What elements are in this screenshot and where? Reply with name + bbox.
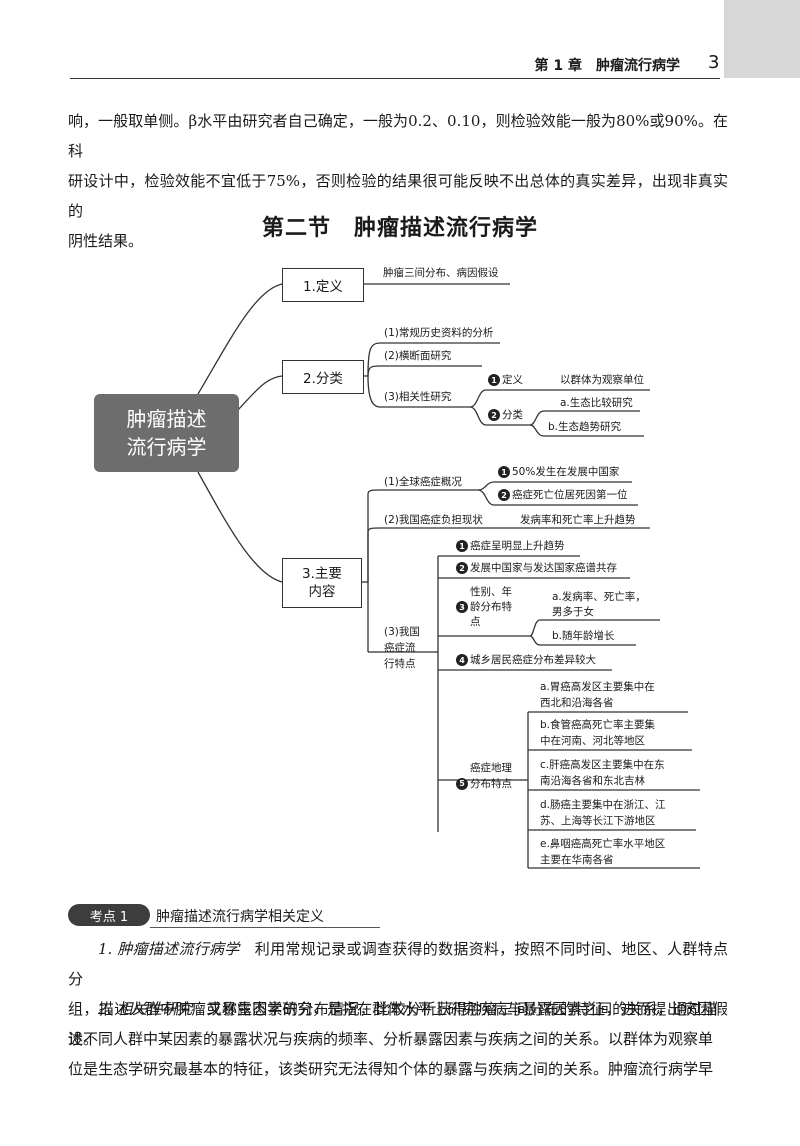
term: 1. 肿瘤描述流行病学 [98, 940, 240, 958]
root-label: 肿瘤描述 流行病学 [127, 405, 207, 461]
connector [238, 376, 282, 410]
node-label: 1.定义 [303, 275, 343, 295]
p5-item-line: c.肝癌高发区主要集中在东 [540, 757, 665, 773]
p5-item-line: 西北和沿海各省 [540, 695, 655, 711]
definition-text: 肿瘤三间分布、病因假设 [383, 266, 499, 281]
burden-label: (2)我国癌症负担现状 [384, 513, 483, 528]
term: 2. 相关性研究 [98, 1000, 192, 1018]
p3-label-line: 点 [456, 615, 512, 630]
p3-label-line: 龄分布特 [470, 601, 512, 613]
global-item-text: 50%发生在发展中国家 [512, 466, 619, 478]
p5-item-line: d.肠癌主要集中在浙江、江 [540, 797, 666, 813]
p5-item-line: b.食管癌高死亡率主要集 [540, 717, 655, 733]
connector [368, 366, 482, 376]
number-badge: 1 [456, 540, 468, 552]
number-badge: 2 [456, 562, 468, 574]
epi-p4-text: 城乡居民癌症分布差异较大 [470, 654, 596, 666]
node-label: 内容 [309, 583, 336, 601]
number-badge: 1 [498, 466, 510, 478]
p5-item-line: 中在河南、河北等地区 [540, 733, 655, 749]
p5-item-line: e.鼻咽癌高死亡率水平地区 [540, 836, 665, 852]
p3-b: b.随年龄增长 [552, 629, 615, 644]
mindmap-root: 肿瘤描述 流行病学 [94, 394, 239, 472]
node-label: 2.分类 [303, 367, 343, 387]
epi-label-line: 行特点 [384, 656, 420, 672]
class-item: (3)相关性研究 [384, 390, 451, 405]
number-badge: 1 [488, 374, 500, 386]
p3-a-line: 男多于女 [552, 605, 646, 620]
epi-label-line: 癌症流 [384, 640, 420, 656]
epi-label: (3)我国 癌症流 行特点 [384, 624, 420, 672]
epi-p1-text: 癌症呈明显上升趋势 [470, 540, 565, 552]
node-definition: 1.定义 [282, 268, 364, 302]
p5-item-line: 苏、上海等长江下游地区 [540, 813, 666, 829]
body-line: 述不同人群中某因素的暴露状况与疾病的频率、分析暴露因素与疾病之间的关系。以群体为… [68, 1024, 728, 1054]
class-item: (1)常规历史资料的分析 [384, 326, 493, 341]
node-label: 3.主要 [302, 565, 342, 583]
kaodian-badge: 考点 1 [68, 904, 150, 926]
epi-label-line: (3)我国 [384, 624, 420, 640]
corr-cls-item: a.生态比较研究 [560, 396, 633, 411]
number-badge: 2 [488, 409, 500, 421]
p5-item: e.鼻咽癌高死亡率水平地区 主要在华南各省 [540, 836, 665, 868]
p5-item: c.肝癌高发区主要集中在东 南沿海各省和东北吉林 [540, 757, 665, 789]
node-classification: 2.分类 [282, 360, 364, 394]
node-main-content: 3.主要 内容 [282, 558, 362, 608]
corr-cls-item: b.生态趋势研究 [548, 420, 621, 435]
connector [198, 472, 282, 582]
body-paragraph-2: 2. 相关性研究 又称生态学研究，是指在群体水平上研究疾病与暴露因素之间的关系，… [68, 994, 728, 1084]
p5-item-line: a.胃癌高发区主要集中在 [540, 679, 655, 695]
global-label: (1)全球癌症概况 [384, 475, 462, 490]
p5-label-line: 分布特点 [470, 778, 512, 790]
p5-item-line: 主要在华南各省 [540, 852, 665, 868]
kaodian-rule [150, 927, 380, 928]
burden-text: 发病率和死亡率上升趋势 [520, 513, 636, 528]
kaodian-title: 肿瘤描述流行病学相关定义 [156, 906, 324, 926]
p3-a-line: a.发病率、死亡率， [552, 590, 646, 605]
class-item: (2)横断面研究 [384, 349, 451, 364]
number-badge: 4 [456, 654, 468, 666]
p5-label-line: 癌症地理 [456, 760, 512, 776]
corr-def-text: 以群体为观察单位 [560, 373, 644, 388]
epi-p2-text: 发展中国家与发达国家癌谱共存 [470, 562, 617, 574]
body-line: 位是生态学研究最基本的特征，该类研究无法得知个体的暴露与疾病之间的关系。肿瘤流行… [68, 1054, 728, 1084]
p5-item: a.胃癌高发区主要集中在 西北和沿海各省 [540, 679, 655, 711]
body-text: 又称生态学研究，是指在群体水平上研究疾病与暴露因素之间的关系，通过描 [192, 1000, 717, 1018]
p3-a: a.发病率、死亡率， 男多于女 [552, 590, 646, 620]
number-badge: 2 [498, 489, 510, 501]
corr-cls-label: 分类 [502, 409, 523, 421]
global-item-text: 癌症死亡位居死因第一位 [512, 489, 628, 501]
p5-item: d.肠癌主要集中在浙江、江 苏、上海等长江下游地区 [540, 797, 666, 829]
p5-item-line: 南沿海各省和东北吉林 [540, 773, 665, 789]
corr-def-label: 定义 [502, 374, 523, 386]
connector [198, 284, 282, 394]
p5-item: b.食管癌高死亡率主要集 中在河南、河北等地区 [540, 717, 655, 749]
kaodian-badge-label: 考点 1 [90, 906, 128, 925]
number-badge: 5 [456, 778, 468, 790]
number-badge: 3 [456, 601, 468, 613]
p3-label-line: 性别、年 [456, 585, 512, 600]
